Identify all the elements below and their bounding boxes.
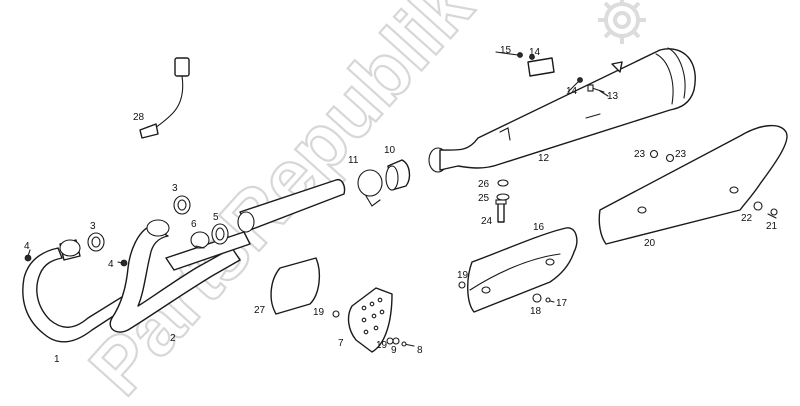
callout-24: 24 — [481, 216, 493, 227]
callout-11: 11 — [348, 155, 359, 166]
callout-4: 4 — [108, 259, 114, 270]
callout-16: 16 — [533, 222, 545, 233]
callout-3: 3 — [172, 183, 178, 194]
callout-4: 4 — [24, 241, 30, 252]
part-23-grommet — [649, 149, 675, 163]
callout-20: 20 — [644, 238, 656, 249]
callout-19: 19 — [376, 340, 388, 351]
part-28-sensor — [139, 57, 190, 139]
part-21-screw — [767, 208, 778, 219]
callout-3: 3 — [90, 221, 96, 232]
part-17-screw — [545, 297, 555, 303]
callout-19: 19 — [457, 270, 469, 281]
part-27-heat-shield — [270, 257, 321, 315]
callout-13: 13 — [607, 91, 619, 102]
callout-7: 7 — [338, 338, 344, 349]
gear-icon — [598, 0, 646, 44]
part-9-washer — [392, 337, 400, 345]
part-25-washer — [496, 193, 510, 201]
callout-labels: 1 2 3 3 4 4 5 6 7 8 9 10 11 12 13 14 14 … — [24, 45, 778, 365]
callout-14: 14 — [566, 86, 578, 97]
callout-10: 10 — [384, 145, 396, 156]
callout-5: 5 — [213, 212, 219, 223]
leader-lines — [27, 51, 609, 264]
callout-23: 23 — [634, 149, 646, 160]
link-pipe — [237, 179, 346, 233]
callout-17: 17 — [556, 298, 568, 309]
callout-21: 21 — [766, 221, 778, 232]
part-18-bush — [532, 293, 542, 303]
part-24-bolt — [495, 199, 507, 223]
part-11-clamp — [357, 169, 383, 207]
callout-25: 25 — [478, 193, 490, 204]
callout-8: 8 — [417, 345, 423, 356]
callout-26: 26 — [478, 179, 490, 190]
callout-18: 18 — [530, 306, 542, 317]
part-16-guard — [467, 227, 578, 313]
part-5-ring — [211, 223, 229, 245]
part-14-washer — [529, 54, 583, 83]
part-13-bolt — [587, 84, 605, 93]
callout-1: 1 — [54, 354, 60, 365]
callout-14: 14 — [529, 47, 541, 58]
callout-15: 15 — [500, 45, 512, 56]
part-1-header-pipe — [22, 239, 139, 343]
callout-12: 12 — [538, 153, 550, 164]
callout-2: 2 — [170, 333, 176, 344]
callout-28: 28 — [133, 112, 145, 123]
callout-27: 27 — [254, 305, 266, 316]
part-20-heat-shield — [598, 125, 788, 245]
callout-9: 9 — [391, 345, 397, 356]
part-3-gasket — [87, 195, 191, 252]
callout-6: 6 — [191, 219, 197, 230]
part-10-sleeve — [385, 159, 411, 191]
part-12-silencer — [428, 47, 696, 173]
part-7-plate — [347, 287, 393, 353]
callout-19: 19 — [313, 307, 325, 318]
part-22-washer — [753, 201, 763, 211]
part-19-washer — [332, 281, 466, 345]
part-8-screw — [401, 341, 415, 347]
callout-23: 23 — [675, 149, 687, 160]
part-26-nut — [497, 179, 509, 187]
watermark: PartsRepublik — [71, 0, 646, 406]
callout-22: 22 — [741, 213, 753, 224]
part-6-clamp — [190, 231, 210, 249]
